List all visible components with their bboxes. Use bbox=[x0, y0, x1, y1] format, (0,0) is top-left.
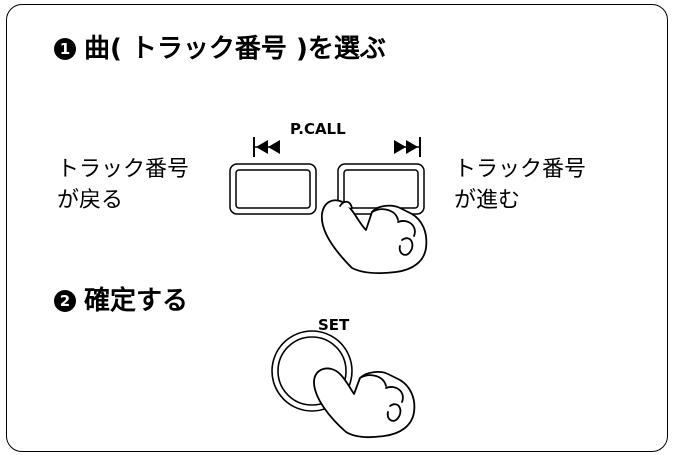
pressing-hand-icon bbox=[321, 199, 428, 275]
step2-title-text: 確定する bbox=[84, 286, 189, 316]
step1-title-text: 曲( トラック番号 )を選ぶ bbox=[84, 34, 386, 64]
left-label-line1: トラック番号 bbox=[57, 157, 190, 182]
pressing-hand-icon bbox=[313, 367, 416, 439]
skip-back-icon bbox=[253, 137, 280, 157]
step2-number-badge: 2 bbox=[54, 290, 76, 312]
step2-title: 2 確定する bbox=[54, 288, 188, 314]
prev-track-button[interactable] bbox=[229, 163, 317, 215]
right-label-line2: が進む bbox=[454, 188, 521, 213]
left-label-line2: が戻る bbox=[57, 188, 124, 213]
instruction-panel bbox=[6, 4, 668, 452]
step1-title: 1 曲( トラック番号 )を選ぶ bbox=[54, 36, 386, 62]
set-label: SET bbox=[318, 316, 350, 334]
next-track-button[interactable] bbox=[337, 163, 425, 215]
skip-forward-icon bbox=[394, 137, 421, 157]
pcall-label: P.CALL bbox=[290, 120, 346, 138]
step1-number-badge: 1 bbox=[54, 38, 76, 60]
right-label-line1: トラック番号 bbox=[454, 157, 587, 182]
